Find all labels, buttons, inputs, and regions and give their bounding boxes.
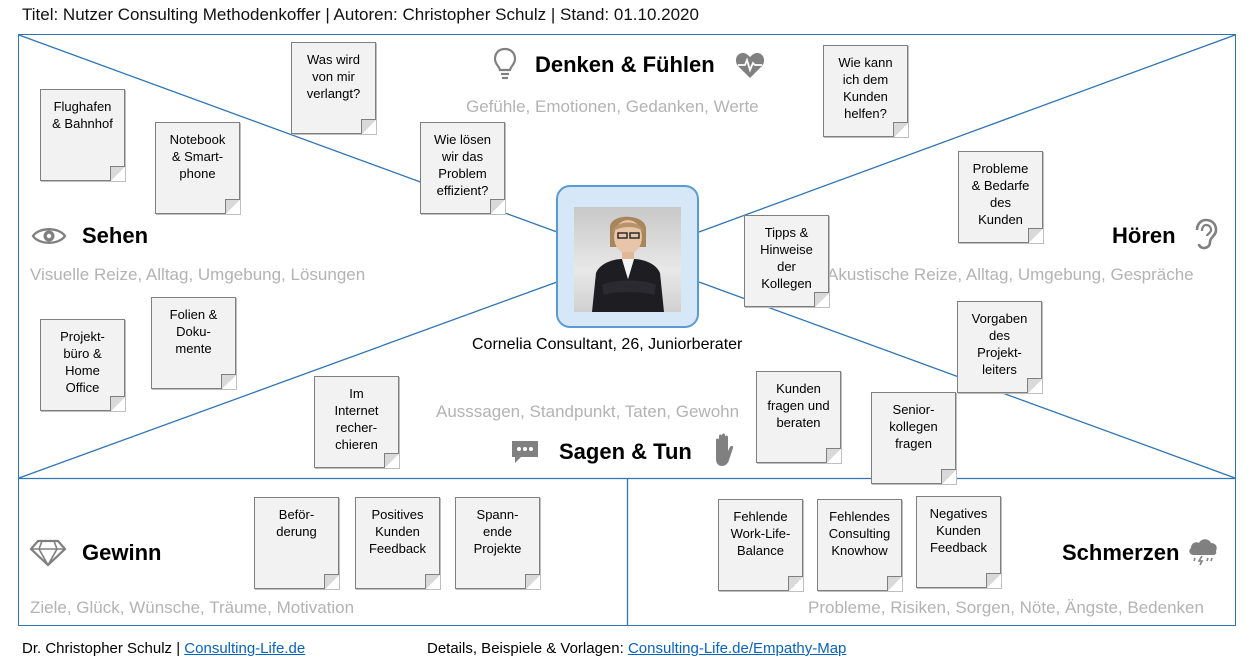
persona-card <box>556 185 699 328</box>
sticky-note: Spann- ende Projekte <box>455 497 540 589</box>
sticky-note: Fehlendes Consulting Knowhow <box>817 499 902 591</box>
sticky-note: Flughafen & Bahnhof <box>40 89 125 181</box>
persona-name: Cornelia Consultant, 26, Juniorberater <box>472 336 743 353</box>
sticky-note: Positives Kunden Feedback <box>355 497 440 589</box>
sticky-note: Probleme & Bedarfe des Kunden <box>958 151 1043 243</box>
section-subtitle-gain: Ziele, Glück, Wünsche, Träume, Motivatio… <box>30 598 355 617</box>
hand-icon <box>710 432 738 473</box>
lightbulb-icon <box>493 47 517 88</box>
footer-details-text: Details, Beispiele & Vorlagen: <box>427 640 628 657</box>
sticky-note: Projekt- büro & Home Office <box>40 319 125 411</box>
section-subtitle-think-feel: Gefühle, Emotionen, Gedanken, Werte <box>466 97 759 116</box>
footer-details-link[interactable]: Consulting-Life.de/Empathy-Map <box>627 640 847 657</box>
sticky-note: Notebook & Smart- phone <box>155 122 240 214</box>
sticky-note: Beför- derung <box>254 497 339 589</box>
section-title-say-do: Sagen & Tun <box>559 439 692 464</box>
heart-pulse-icon <box>735 51 765 84</box>
section-title-think-feel: Denken & Fühlen <box>535 52 715 77</box>
sticky-note: Was wird von mir verlangt? <box>291 42 376 134</box>
sticky-note: Im Internet recher- chieren <box>314 376 399 468</box>
storm-cloud-icon <box>1187 536 1219 571</box>
ear-icon <box>1191 218 1219 255</box>
section-title-see: Sehen <box>82 223 149 248</box>
section-subtitle-say-do: Ausssagen, Standpunkt, Taten, Gewohn <box>436 402 740 421</box>
section-subtitle-hear: Akustische Reize, Alltag, Umgebung, Gesp… <box>827 265 1194 284</box>
section-title-pain: Schmerzen <box>1062 540 1180 565</box>
eye-icon <box>31 225 67 252</box>
sticky-note: Fehlende Work-Life- Balance <box>718 499 803 591</box>
sticky-note: Vorgaben des Projekt- leiters <box>957 301 1042 393</box>
sticky-note: Folien & Doku- mente <box>151 297 236 389</box>
footer-author: Dr. Christopher Schulz | Consulting-Life… <box>22 640 305 657</box>
persona-photo <box>574 207 681 312</box>
section-subtitle-see: Visuelle Reize, Alltag, Umgebung, Lösung… <box>30 265 366 284</box>
sticky-note: Wie kann ich dem Kunden helfen? <box>823 45 908 137</box>
page-header: Titel: Nutzer Consulting Methodenkoffer … <box>22 5 699 24</box>
footer-author-text: Dr. Christopher Schulz | <box>22 640 185 657</box>
sticky-note: Tipps & Hinweise der Kollegen <box>744 215 829 307</box>
section-title-gain: Gewinn <box>82 540 162 565</box>
sticky-note: Kunden fragen und beraten <box>756 371 841 463</box>
footer-author-link[interactable]: Consulting-Life.de <box>184 640 306 657</box>
section-subtitle-pain: Probleme, Risiken, Sorgen, Nöte, Ängste,… <box>808 598 1204 617</box>
diamond-icon <box>29 539 67 572</box>
sticky-note: Senior- kollegen fragen <box>871 392 956 484</box>
footer-details: Details, Beispiele & Vorlagen: Consultin… <box>427 640 846 657</box>
speech-bubble-icon <box>510 439 540 470</box>
sticky-note: Negatives Kunden Feedback <box>916 496 1001 588</box>
section-title-hear: Hören <box>1112 223 1176 248</box>
sticky-note: Wie lösen wir das Problem effizient? <box>420 122 505 214</box>
